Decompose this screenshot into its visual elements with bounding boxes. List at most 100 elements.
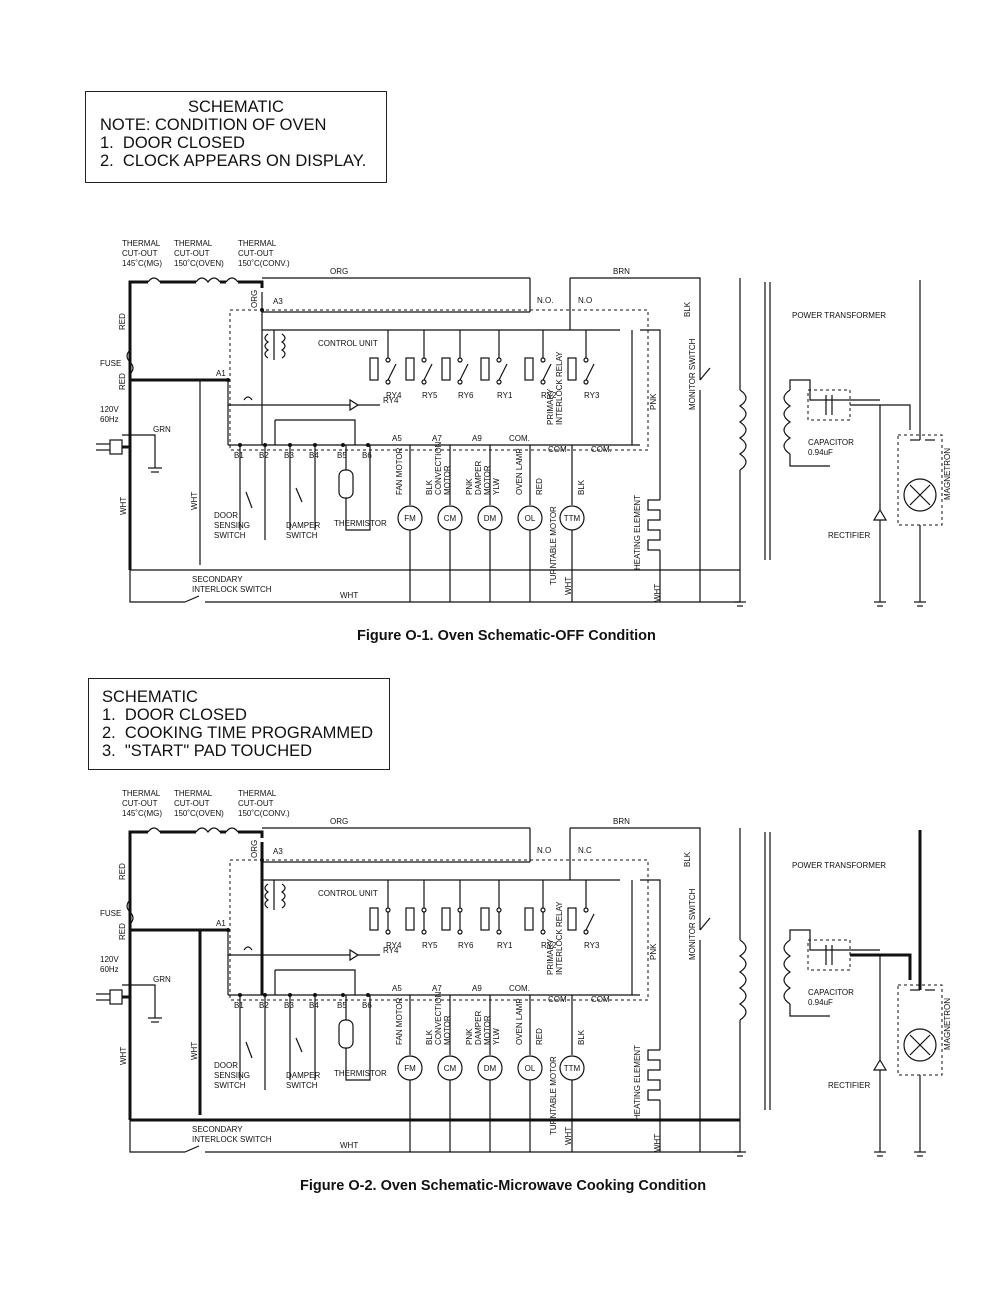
convection-motor-label: CONVECTION <box>434 441 443 495</box>
thermistor-label: THERMISTOR <box>334 519 387 528</box>
line-red <box>128 280 148 405</box>
control-unit-box <box>229 309 649 451</box>
terminal-com-ry3: COM <box>591 995 610 1004</box>
figure-caption-2: Figure O-2. Oven Schematic-Microwave Coo… <box>300 1178 707 1194</box>
rectifier-label: RECTIFIER <box>828 1081 870 1090</box>
relay-contact <box>457 379 463 385</box>
wire <box>640 329 661 500</box>
relay-contact <box>385 379 391 385</box>
turntable-motor-label: TURNTABLE MOTOR <box>549 1056 558 1135</box>
control-unit-box <box>229 859 649 1001</box>
wire-label-red-lamp: RED <box>535 478 544 495</box>
terminal-com: COM <box>548 445 567 454</box>
damper-motor-label: DAMPER <box>474 1011 483 1045</box>
wire <box>909 1034 931 1056</box>
heating-element-label: HEATING ELEMENT <box>633 1045 642 1120</box>
thermal-cutout-switch <box>147 277 161 283</box>
cu-transformer-coil <box>264 333 270 359</box>
door-sensing-label: SENSING <box>214 521 250 530</box>
wire-label-blk: BLK <box>683 301 692 317</box>
wire <box>295 1037 303 1053</box>
relay-switch-ry4 <box>387 363 397 381</box>
thermal-cutout-label: 150˚C(OVEN) <box>174 259 224 268</box>
motor-dm-label: DM <box>484 1064 497 1073</box>
terminal-a1: A1 <box>216 919 226 928</box>
contact-label-no: N.O. <box>537 296 553 305</box>
relay-contact <box>421 907 427 913</box>
power-label: 60Hz <box>100 965 119 974</box>
thermal-cutout-label: 150˚C(OVEN) <box>174 809 224 818</box>
line-red <box>128 830 148 955</box>
secondary-interlock-switch <box>184 595 200 603</box>
relay-contact <box>583 379 589 385</box>
capacitor-box <box>807 939 851 971</box>
wire <box>699 367 711 381</box>
relay-contact <box>385 929 391 935</box>
wire <box>238 280 264 288</box>
wire-label-brn: BRN <box>613 817 630 826</box>
turntable-motor-label: TURNTABLE MOTOR <box>549 506 558 585</box>
power-plug <box>109 439 123 455</box>
relay-contact <box>457 907 463 913</box>
wire-label-red: RED <box>118 923 127 940</box>
contact-label-no2: N.C <box>578 846 592 855</box>
convection-motor-label: CONVECTION <box>434 991 443 1045</box>
fuse-symbol <box>126 349 134 375</box>
wire-label-blk: BLK <box>683 851 692 867</box>
motor-fm-label: FM <box>404 514 416 523</box>
cu-transformer-coil <box>280 883 286 909</box>
thermal-cutout-label: CUT-OUT <box>238 799 274 808</box>
convection-motor-label: MOTOR <box>443 1015 452 1045</box>
line-brn <box>570 827 701 900</box>
terminal-com: COM <box>548 995 567 1004</box>
fuse-symbol <box>126 899 134 925</box>
wire-label-wht: WHT <box>653 1134 662 1152</box>
wire-label-grn: GRN <box>153 425 171 434</box>
cu-varistor <box>243 396 253 401</box>
secondary-interlock-label: SECONDARY <box>192 1125 243 1134</box>
motor-cm-label: CM <box>444 514 457 523</box>
junction-dot <box>366 443 370 447</box>
magnetron-label: MAGNETRON <box>943 448 952 500</box>
note1-title: SCHEMATIC <box>188 98 284 116</box>
relay-contact <box>583 357 589 363</box>
thermal-cutout-label: CUT-OUT <box>238 249 274 258</box>
diode <box>349 948 360 962</box>
power-plug <box>109 989 123 1005</box>
wire <box>789 1004 830 1017</box>
note2-title: SCHEMATIC <box>102 688 198 706</box>
diode-relay-label: RY4 <box>383 396 399 405</box>
motor-fm-label: FM <box>404 1064 416 1073</box>
thermal-cutout-label: THERMAL <box>122 239 161 248</box>
wire <box>238 830 264 838</box>
damper-switch-label: SWITCH <box>286 1081 318 1090</box>
relay-switch-ry5 <box>423 363 433 381</box>
secondary-interlock-switch <box>184 1145 200 1153</box>
junction-dot <box>341 993 345 997</box>
primary-relay-label: PRIMARY <box>546 938 555 975</box>
wire <box>789 454 830 467</box>
wire <box>275 419 356 445</box>
relay-contact <box>496 907 502 913</box>
schematic-note-box-1: SCHEMATIC NOTE: CONDITION OF OVEN 1. DOO… <box>85 91 387 183</box>
terminal-a9: A9 <box>472 984 482 993</box>
wire <box>245 1041 253 1059</box>
power-label: 60Hz <box>100 415 119 424</box>
line-grn <box>122 984 156 1018</box>
convection-motor-label: BLK <box>425 479 434 495</box>
wire <box>345 445 371 531</box>
secondary-interlock-label: INTERLOCK SWITCH <box>192 585 272 594</box>
thermal-cutout-switch <box>225 827 239 833</box>
secondary-interlock-label: INTERLOCK SWITCH <box>192 1135 272 1144</box>
wire <box>699 917 711 931</box>
wire-label-red: RED <box>118 313 127 330</box>
terminal-b3: B3 <box>284 1001 294 1010</box>
relay-contact <box>421 379 427 385</box>
wire <box>129 570 185 603</box>
terminal-b6: B6 <box>362 451 372 460</box>
wire-label-org-vertical: ORG <box>250 290 259 308</box>
note1-line3: 2. CLOCK APPEARS ON DISPLAY. <box>100 152 367 170</box>
relay-switch-ry6 <box>459 363 469 381</box>
capacitor-label: CAPACITOR <box>808 988 854 997</box>
thermal-cutout-label: THERMAL <box>238 239 277 248</box>
